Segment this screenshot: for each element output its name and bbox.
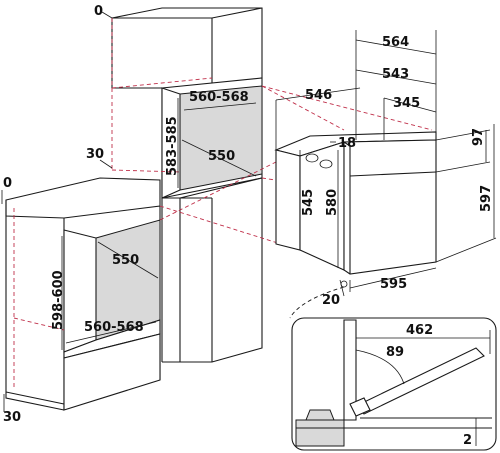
oven [159,85,437,275]
door-detail: 462 89 2 [291,317,497,451]
dim-oven-overall-depth: 564 [382,35,409,50]
tall-cabinet [111,7,263,363]
base-cabinet [5,177,161,411]
dim-lower-top-offset: 0 [3,176,12,191]
dim-lower-niche-depth: 550 [112,253,139,268]
dim-door-angle: 89 [386,345,404,360]
dim-oven-offset-20: 20 [322,293,340,308]
dim-oven-width: 595 [380,277,407,292]
dim-oven-depth-546: 546 [305,88,332,103]
dim-oven-height-545: 545 [301,189,316,216]
tall-cabinet-dimensions: 0 30 560-568 550 583-585 [86,4,257,188]
dim-oven-height-97: 97 [471,128,486,146]
dim-upper-top-offset: 0 [94,4,103,19]
dim-upper-niche-depth: 550 [208,149,235,164]
dim-oven-body-depth: 543 [382,67,409,82]
base-cabinet-dimensions: 0 30 550 560-568 598-600 [1,176,159,425]
dim-lower-niche-width: 560-568 [84,320,144,335]
dim-door-gap: 2 [463,433,472,448]
dim-upper-niche-width: 560-568 [189,90,249,105]
dim-upper-niche-height: 583-585 [165,116,180,176]
dim-oven-overall-height: 597 [479,185,494,212]
oven-dimensions: 564 543 546 345 18 97 597 545 580 595 [275,30,497,308]
detail-leader [289,280,348,319]
dim-oven-depth-345: 345 [393,96,420,111]
dim-oven-panel-18: 18 [338,136,356,151]
dim-upper-side-offset: 30 [86,147,104,162]
dim-oven-height-580: 580 [325,189,340,216]
dim-lower-bottom-offset: 30 [3,410,21,425]
dim-door-length: 462 [406,323,433,338]
dim-lower-niche-height: 598-600 [51,270,66,330]
